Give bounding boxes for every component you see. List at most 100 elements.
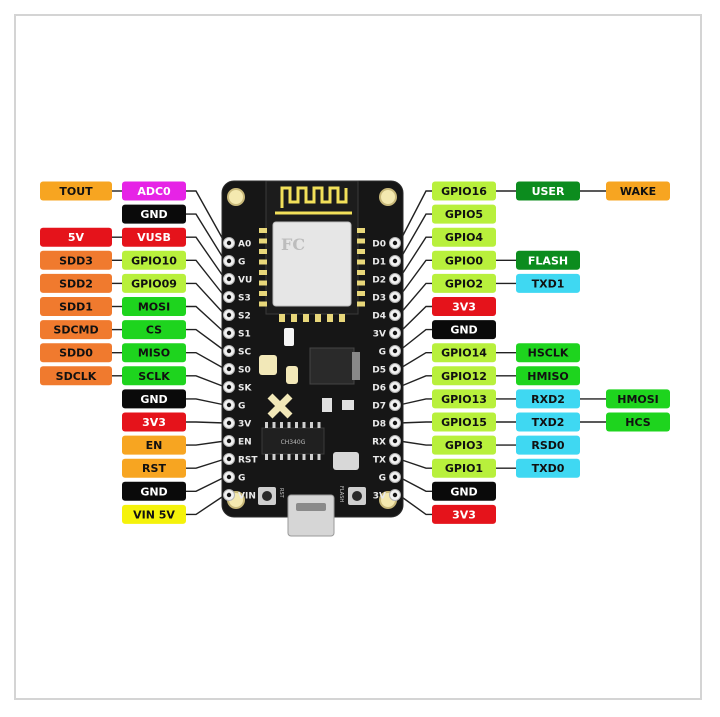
pin-label-text: SDCMD xyxy=(53,324,98,337)
flash-button-label: FLASH xyxy=(338,486,344,502)
mounting-hole xyxy=(379,188,397,206)
leader-line xyxy=(186,458,226,469)
flash-button[interactable] xyxy=(352,491,362,501)
pin-silk-label: G xyxy=(238,258,245,268)
leader-line xyxy=(398,421,432,424)
pin-label: EN xyxy=(122,435,186,455)
leader-line xyxy=(186,259,226,298)
pin-silk-label: TX xyxy=(373,456,386,466)
micro-usb-port[interactable] xyxy=(287,494,335,537)
module-pad xyxy=(339,314,345,322)
leader-line xyxy=(186,375,226,388)
pin-label: 3V3 xyxy=(432,504,496,524)
chip-pin xyxy=(287,454,291,460)
pin-label-text: VIN 5V xyxy=(133,508,175,521)
pin-label: TXD2 xyxy=(516,412,580,432)
pin-label-text: GPIO15 xyxy=(441,416,487,429)
pin-silk-label: 3V xyxy=(373,492,386,502)
pin-label: GPIO4 xyxy=(432,227,496,247)
pin-label: GPIO2 xyxy=(432,273,496,293)
pin-label-bg xyxy=(122,412,186,432)
pin-label-text: GND xyxy=(140,393,167,406)
pin-label-bg xyxy=(432,412,496,432)
pin-label: GPIO5 xyxy=(432,204,496,224)
pin-label-text: HCS xyxy=(625,416,650,429)
module-pad xyxy=(259,301,267,307)
pin-label: GND xyxy=(122,204,186,224)
pin-label: WAKE xyxy=(606,181,670,201)
module-pad xyxy=(259,280,267,286)
pin-label-text: TXD2 xyxy=(532,416,565,429)
module-pad xyxy=(279,314,285,322)
pin-silk-label: D7 xyxy=(372,402,386,412)
pin-label-bg xyxy=(122,366,186,386)
pin-label-bg xyxy=(40,297,112,316)
pin-label: VIN 5V xyxy=(122,504,186,524)
chip-pin xyxy=(310,422,313,428)
pin-label-bg xyxy=(432,366,496,386)
pin-label-text: TOUT xyxy=(59,185,93,198)
chip-pin xyxy=(317,422,321,428)
module-pad xyxy=(357,228,365,233)
pin-label-bg xyxy=(516,181,580,201)
pin-label-bg xyxy=(516,250,580,270)
smd-part xyxy=(322,398,332,412)
rst-button[interactable] xyxy=(262,491,272,501)
chip-pin xyxy=(287,422,291,428)
pin-label-bg xyxy=(432,343,496,363)
pin-label: GPIO15 xyxy=(432,412,496,432)
module-pad xyxy=(357,238,365,244)
pin-label: TXD0 xyxy=(516,458,580,478)
pin-label: TOUT xyxy=(40,181,112,201)
pin-label-text: RSD0 xyxy=(531,439,565,452)
pin-label: SCLK xyxy=(122,366,186,386)
chip-pin xyxy=(265,422,268,428)
pin-hole-center xyxy=(392,312,398,318)
pin-label-bg xyxy=(122,250,186,270)
chip-pin xyxy=(280,454,283,460)
pin-hole-center xyxy=(226,258,232,264)
pin-label-text: GPIO1 xyxy=(445,462,483,475)
pin-label-bg xyxy=(516,412,580,432)
pin-label: SDD2 xyxy=(40,273,112,293)
pin-label-text: TXD1 xyxy=(532,277,565,290)
esp-shield xyxy=(272,221,352,307)
pin-label: HMISO xyxy=(516,366,580,386)
pin-silk-label: D0 xyxy=(372,240,386,250)
pin-label: HCS xyxy=(606,412,670,432)
pin-label-bg xyxy=(432,435,496,455)
pin-label: GPIO14 xyxy=(432,343,496,363)
crystal xyxy=(333,452,359,470)
pin-label-text: GPIO0 xyxy=(445,254,484,267)
micro-usb-opening xyxy=(296,503,326,511)
pin-hole-center xyxy=(392,456,398,462)
pin-hole-center xyxy=(226,438,232,444)
pin-hole-center xyxy=(226,294,232,300)
leader-line xyxy=(398,328,432,352)
x-mark xyxy=(267,393,293,419)
pin-hole-center xyxy=(226,348,232,354)
module-pad xyxy=(357,259,365,265)
pin-label: CS xyxy=(122,320,186,340)
pin-hole-center xyxy=(392,438,398,444)
pin-label-bg xyxy=(122,481,186,501)
leader-line xyxy=(398,352,432,370)
pin-label-text: WAKE xyxy=(620,185,656,198)
pin-silk-label: S1 xyxy=(238,330,251,340)
pin-label-bg xyxy=(432,504,496,524)
pin-hole-center xyxy=(392,348,398,354)
pin-label-text: HMOSI xyxy=(617,393,659,406)
pin-label-bg xyxy=(122,227,186,247)
module-pad xyxy=(357,270,365,275)
leader-line xyxy=(398,236,432,280)
chip-pins xyxy=(265,422,321,460)
pin-label-text: GPIO13 xyxy=(441,393,487,406)
pin-label: HSCLK xyxy=(516,343,580,363)
module-pad xyxy=(327,314,333,322)
pin-silk-label: G xyxy=(238,474,245,484)
pin-label: GPIO12 xyxy=(432,366,496,386)
pin-label-bg xyxy=(516,389,580,409)
pin-label-bg xyxy=(122,389,186,409)
pin-label-bg xyxy=(122,204,186,224)
pin-silk-label: A0 xyxy=(238,240,251,250)
